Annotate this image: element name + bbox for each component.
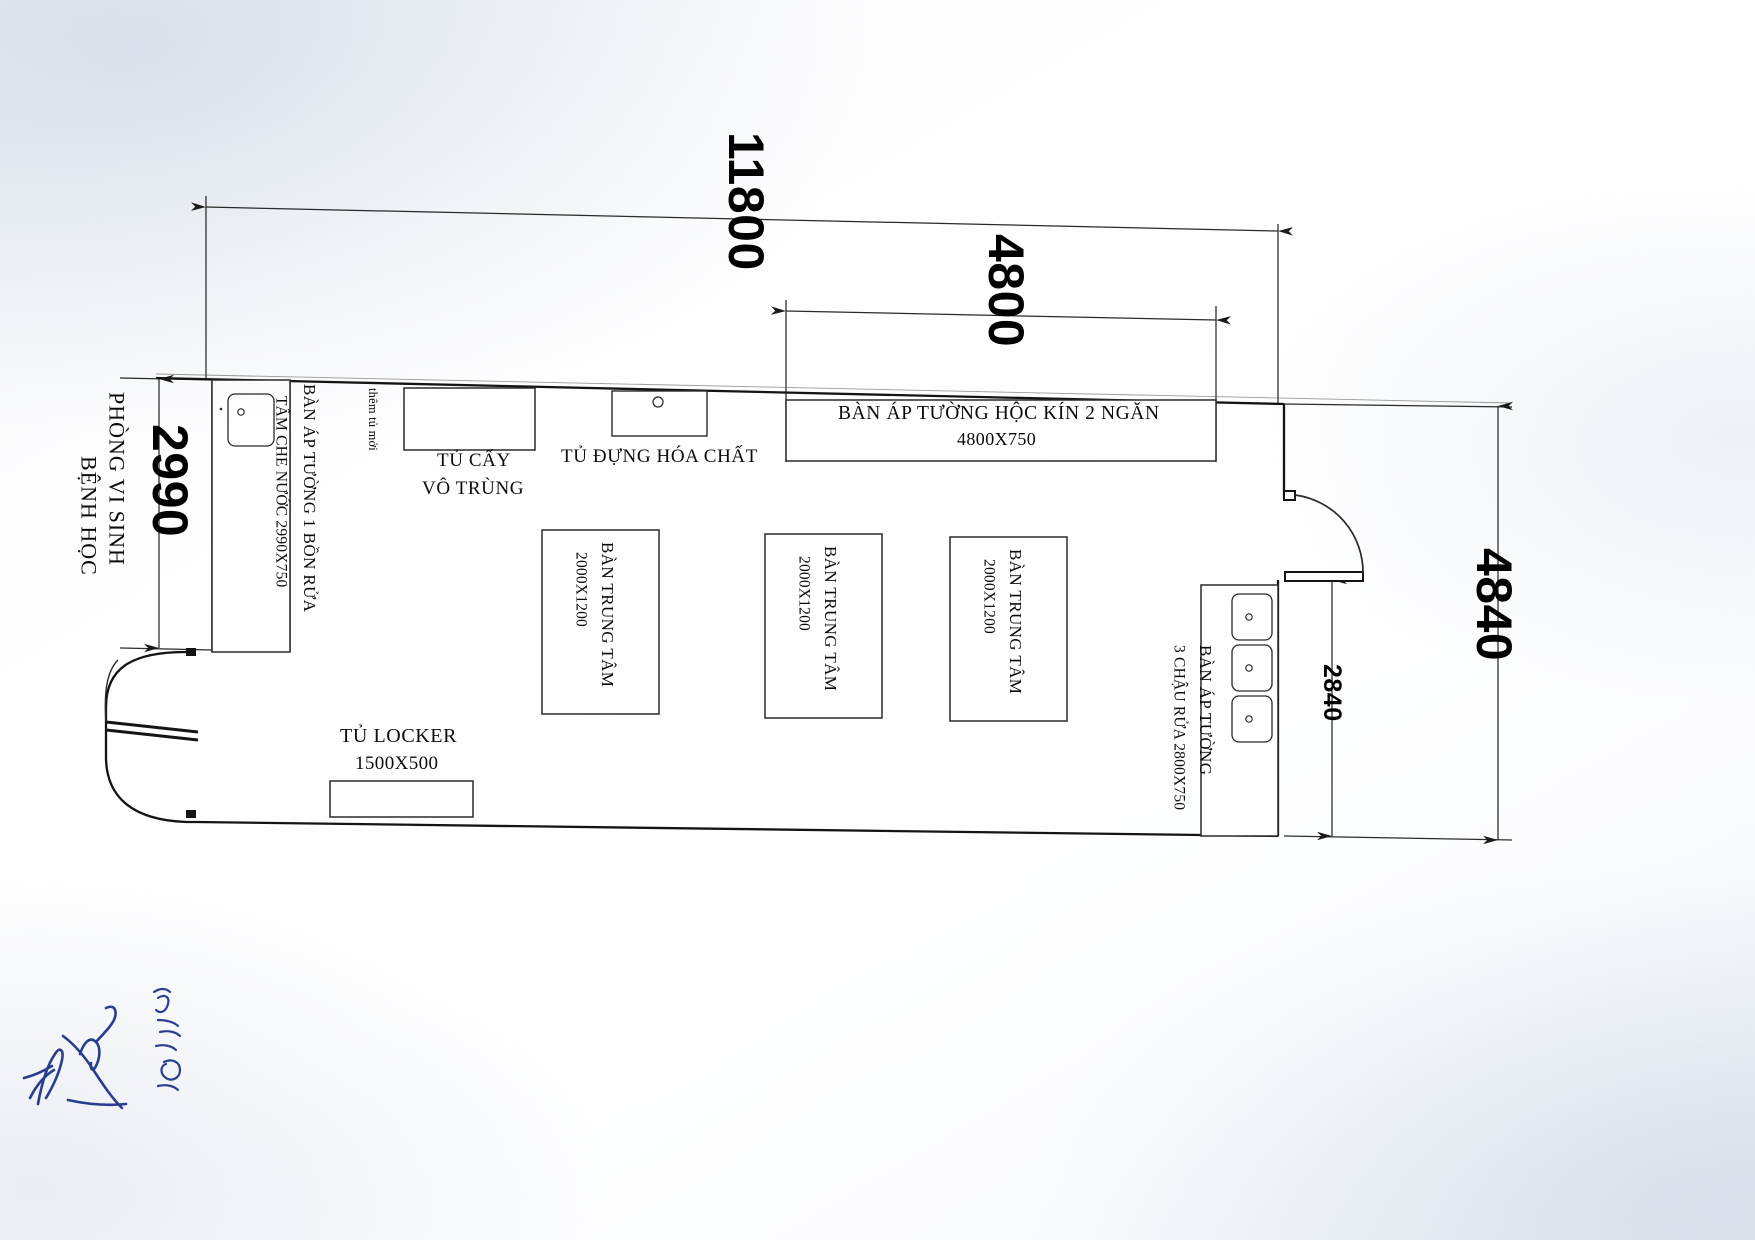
furniture-sterile-cabinet [403, 387, 536, 451]
label-locker-line1: TỦ LOCKER [340, 725, 458, 747]
label-wall-bench-sink-line1: BÀN ÁP TƯỜNG 1 BỒN RỬA [300, 384, 320, 613]
label-chemical-cabinet: TỦ ĐỰNG HÓA CHẤT [561, 446, 758, 467]
label-wall-bench-3sinks-line2: 3 CHẬU RỬA 2800X750 [1170, 645, 1188, 811]
guide-lines [155, 373, 1513, 404]
label-wall-bench-closed-line1: BÀN ÁP TƯỜNG HỘC KÍN 2 NGĂN [838, 403, 1160, 424]
label-center-table-2-line1: BÀN TRUNG TÂM [821, 546, 841, 692]
label-center-table-1-line1: BÀN TRUNG TÂM [598, 542, 618, 688]
room-title-line1: PHÒNG VI SINH [104, 392, 130, 566]
handwritten-signature [22, 987, 182, 1110]
label-locker-line2: 1500X500 [355, 753, 439, 774]
label-sterile-cabinet-line1: TỦ CẤY [437, 450, 511, 471]
furniture-locker-cabinet [329, 780, 474, 818]
label-wall-bench-3sinks-line1: BÀN ÁP TƯỜNG [1196, 645, 1216, 776]
room-title-line2: BỆNH HỌC [76, 456, 102, 576]
ext-line-bot-2990 [119, 647, 213, 651]
label-center-table-3-line1: BÀN TRUNG TÂM [1006, 549, 1026, 695]
ext-line-bot-4840 [1283, 835, 1513, 841]
label-center-table-1-line2: 2000X1200 [572, 552, 590, 627]
dimension-11800: 11800 [718, 132, 774, 271]
label-wall-bench-sink-line2: TẤM CHE NƯỚC 2990X750 [272, 396, 290, 588]
label-wall-bench-closed-line2: 4800X750 [957, 429, 1037, 449]
ext-line-top-4840 [1283, 403, 1513, 408]
door-left [104, 648, 199, 818]
wall-left-curve-upper [104, 650, 196, 722]
furniture-chemical-cabinet [611, 390, 708, 437]
dimension-2840: 2840 [1318, 664, 1346, 722]
label-new-cabinet-note: thêm tủ mới [366, 388, 380, 451]
label-center-table-2-line2: 2000X1200 [795, 556, 813, 631]
door-right [1283, 490, 1364, 582]
dimension-2990: 2990 [142, 424, 198, 538]
dimension-4840: 4840 [1466, 548, 1522, 662]
sink-basin-left [227, 393, 275, 447]
wall-bottom [195, 820, 1279, 838]
faucet-dot-left [219, 407, 223, 411]
dimension-4800: 4800 [978, 234, 1034, 348]
dimension-lines [119, 196, 1513, 845]
label-sterile-cabinet-line2: VÔ TRÙNG [422, 478, 525, 499]
label-center-table-3-line2: 2000X1200 [980, 559, 998, 634]
